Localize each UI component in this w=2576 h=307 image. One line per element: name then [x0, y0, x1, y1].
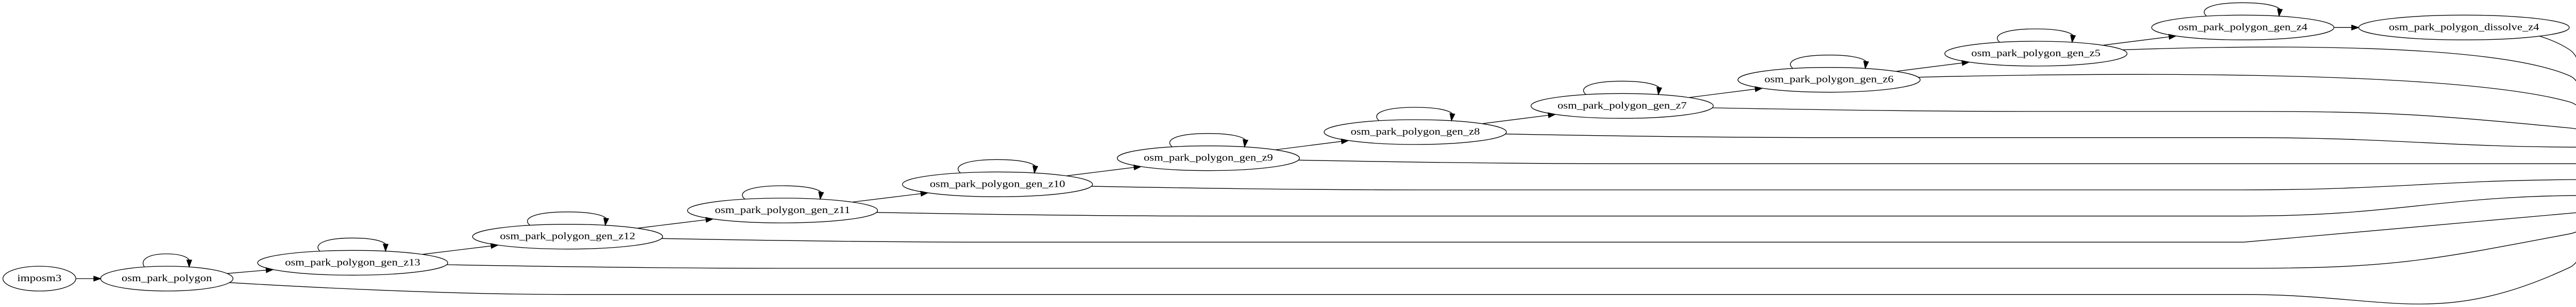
svg-text:imposm3: imposm3 [17, 273, 61, 284]
svg-text:osm_park_polygon_dissolve_z4: osm_park_polygon_dissolve_z4 [2389, 22, 2539, 33]
svg-text:osm_park_polygon_gen_z5: osm_park_polygon_gen_z5 [1971, 48, 2100, 59]
svg-text:osm_park_polygon_gen_z8: osm_park_polygon_gen_z8 [1351, 126, 1480, 137]
svg-text:osm_park_polygon_gen_z10: osm_park_polygon_gen_z10 [930, 179, 1065, 189]
svg-text:osm_park_polygon_gen_z11: osm_park_polygon_gen_z11 [715, 205, 851, 216]
svg-text:osm_park_polygon: osm_park_polygon [122, 273, 212, 284]
svg-text:osm_park_polygon_gen_z4: osm_park_polygon_gen_z4 [2178, 22, 2308, 33]
svg-text:osm_park_polygon_gen_z9: osm_park_polygon_gen_z9 [1144, 153, 1273, 164]
svg-text:osm_park_polygon_gen_z12: osm_park_polygon_gen_z12 [500, 231, 635, 242]
svg-text:osm_park_polygon_gen_z6: osm_park_polygon_gen_z6 [1765, 74, 1894, 85]
svg-text:osm_park_polygon_gen_z13: osm_park_polygon_gen_z13 [285, 257, 420, 268]
svg-text:osm_park_polygon_gen_z7: osm_park_polygon_gen_z7 [1557, 100, 1687, 111]
